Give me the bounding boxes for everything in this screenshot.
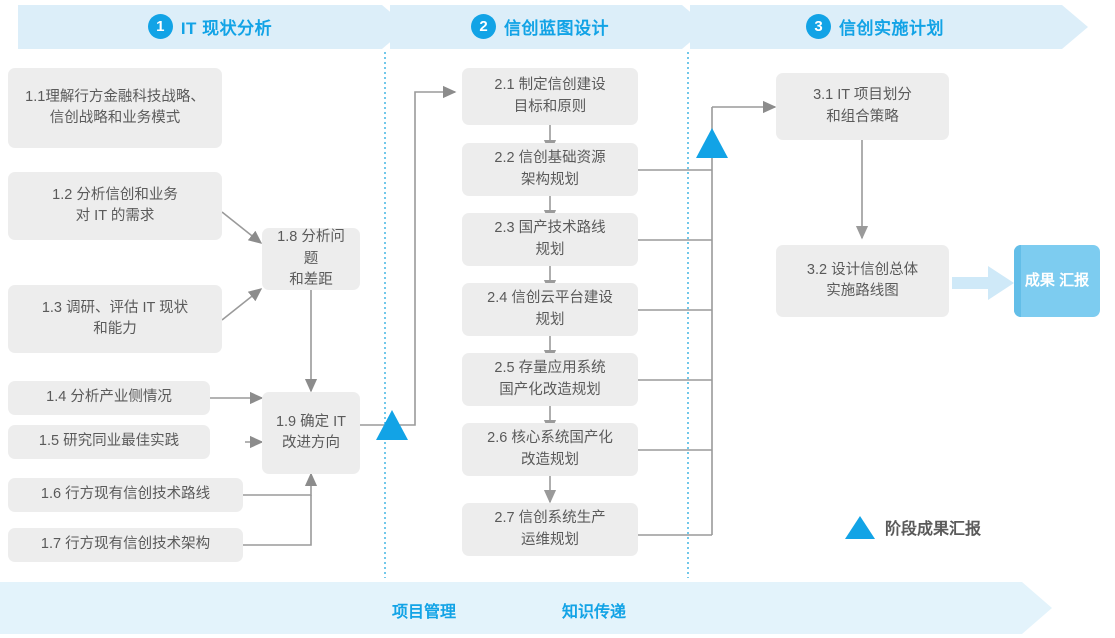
process-box-1-9-line2: 改进方向 bbox=[281, 435, 340, 451]
process-box-2-6-line1: 2.6 核心系统国产化 bbox=[487, 430, 613, 447]
process-box-2-1-line1: 2.1 制定信创建设 bbox=[494, 77, 606, 94]
wire-3-2-to-badge bbox=[952, 266, 1014, 300]
stage-number-1: 1 bbox=[147, 13, 173, 39]
process-box-2-6[interactable]: 2.6 核心系统国产化 改造规划 bbox=[462, 423, 638, 476]
process-box-1-1[interactable]: 1.1理解行方金融科技战略、 信创战略和业务模式 bbox=[8, 68, 222, 148]
process-box-2-7[interactable]: 2.7 信创系统生产 运维规划 bbox=[462, 503, 638, 556]
wire-1-3-to-1-8 bbox=[221, 288, 263, 321]
process-box-1-6-line1: 1.6 行方现有信创技术路线 bbox=[40, 486, 211, 503]
process-box-1-1-line1: 1.1理解行方金融科技战略、 bbox=[25, 88, 205, 105]
wire-1-7-to-1-9 bbox=[243, 495, 312, 546]
process-box-2-5[interactable]: 2.5 存量应用系统 国产化改造规划 bbox=[462, 353, 638, 406]
process-box-2-6-line2: 改造规划 bbox=[521, 451, 579, 468]
process-box-2-1[interactable]: 2.1 制定信创建设 目标和原则 bbox=[462, 68, 638, 125]
milestone-triangle-stage2 bbox=[696, 128, 728, 158]
process-box-2-4-line1: 2.4 信创云平台建设 bbox=[487, 290, 613, 307]
footer-band-shape bbox=[0, 582, 1052, 634]
wire-1-2-to-1-8 bbox=[221, 211, 263, 244]
process-box-2-2-line1: 2.2 信创基础资源 bbox=[494, 150, 606, 167]
stage-header-3[interactable]: 3 信创实施计划 bbox=[770, 3, 980, 49]
stage-band-1 bbox=[18, 5, 408, 49]
footer-label-knowledge-transfer[interactable]: 知识传递 bbox=[562, 604, 627, 621]
milestone-triangle-icon bbox=[845, 515, 875, 539]
stage-number-2: 2 bbox=[471, 13, 496, 39]
process-box-1-2-line1: 1.2 分析信创和业务 bbox=[52, 186, 178, 203]
process-box-3-2-line1: 3.2 设计信创总体 bbox=[806, 261, 919, 278]
process-box-2-4[interactable]: 2.4 信创云平台建设 规划 bbox=[462, 283, 638, 336]
process-box-1-3-line1: 1.3 调研、评估 IT 现状 bbox=[41, 299, 189, 316]
process-box-2-5-line2: 国产化改造规划 bbox=[499, 381, 601, 398]
stage-header-1[interactable]: 1 IT 现状分析 bbox=[110, 3, 310, 49]
wire-1-6-to-1-9 bbox=[243, 472, 318, 496]
process-box-1-4[interactable]: 1.4 分析产业侧情况 bbox=[8, 381, 210, 415]
result-report-badge-line2: 汇报 bbox=[1059, 272, 1090, 290]
stage-title-3: 信创实施计划 bbox=[839, 18, 944, 38]
result-report-badge-line1: 成果 bbox=[1024, 272, 1055, 290]
process-box-1-8-line2: 和差距 bbox=[289, 271, 333, 288]
process-box-1-7-line1: 1.7 行方现有信创技术架构 bbox=[40, 536, 211, 553]
process-box-1-9-line1: 1.9 确定 IT bbox=[275, 413, 347, 430]
process-box-2-3-line2: 规划 bbox=[535, 241, 565, 258]
stage-header-2[interactable]: 2 信创蓝图设计 bbox=[440, 3, 640, 49]
stage-number-3: 3 bbox=[806, 13, 831, 39]
process-box-1-8[interactable]: 1.8 分析问题 和差距 bbox=[262, 228, 360, 290]
process-box-2-7-line2: 运维规划 bbox=[521, 531, 579, 548]
footer-band bbox=[0, 582, 1052, 634]
process-box-1-9[interactable]: 1.9 确定 IT 改进方向 bbox=[262, 392, 360, 474]
process-box-1-5[interactable]: 1.5 研究同业最佳实践 bbox=[8, 425, 210, 459]
process-box-1-6[interactable]: 1.6 行方现有信创技术路线 bbox=[8, 478, 243, 512]
process-box-3-1-line2: 和组合策略 bbox=[826, 108, 899, 125]
legend: 阶段成果汇报 bbox=[845, 515, 981, 539]
process-box-1-3[interactable]: 1.3 调研、评估 IT 现状 和能力 bbox=[8, 285, 222, 353]
process-box-1-1-line2: 信创战略和业务模式 bbox=[49, 110, 181, 126]
milestone-triangle-stage1 bbox=[376, 410, 408, 440]
stage-title-1: IT 现状分析 bbox=[180, 18, 273, 38]
result-report-badge[interactable]: 成果 汇报 bbox=[1014, 245, 1100, 317]
process-box-2-4-line2: 规划 bbox=[535, 311, 565, 328]
process-box-2-3[interactable]: 2.3 国产技术路线 规划 bbox=[462, 213, 638, 266]
process-box-3-1[interactable]: 3.1 IT 项目划分 和组合策略 bbox=[776, 73, 949, 140]
legend-label: 阶段成果汇报 bbox=[885, 521, 982, 538]
process-box-1-4-line1: 1.4 分析产业侧情况 bbox=[46, 389, 172, 406]
footer-label-project-management[interactable]: 项目管理 bbox=[392, 604, 457, 621]
process-box-2-7-line1: 2.7 信创系统生产 bbox=[494, 510, 606, 527]
process-box-3-2[interactable]: 3.2 设计信创总体 实施路线图 bbox=[776, 245, 949, 317]
process-box-2-2-line2: 架构规划 bbox=[521, 171, 579, 188]
stage-band-3 bbox=[690, 5, 1088, 49]
process-box-3-2-line2: 实施路线图 bbox=[826, 283, 899, 299]
stage-header-band bbox=[18, 5, 1088, 49]
process-box-1-2-line2: 对 IT 的需求 bbox=[75, 208, 155, 224]
process-box-1-8-line1: 1.8 分析问题 bbox=[277, 229, 345, 267]
process-box-2-1-line2: 目标和原则 bbox=[513, 98, 587, 115]
wire-1-9-to-2-1 bbox=[360, 85, 457, 426]
process-box-2-3-line1: 2.3 国产技术路线 bbox=[494, 220, 606, 237]
stage-title-2: 信创蓝图设计 bbox=[504, 18, 609, 38]
stage-band-2 bbox=[390, 5, 708, 49]
process-box-1-7[interactable]: 1.7 行方现有信创技术架构 bbox=[8, 528, 243, 562]
process-box-2-5-line1: 2.5 存量应用系统 bbox=[494, 360, 606, 377]
process-box-1-2[interactable]: 1.2 分析信创和业务 对 IT 的需求 bbox=[8, 172, 222, 240]
process-box-1-3-line2: 和能力 bbox=[93, 321, 137, 337]
process-box-3-1-line1: 3.1 IT 项目划分 bbox=[813, 87, 912, 104]
process-box-1-5-line1: 1.5 研究同业最佳实践 bbox=[38, 433, 180, 450]
process-box-2-2[interactable]: 2.2 信创基础资源 架构规划 bbox=[462, 143, 638, 196]
